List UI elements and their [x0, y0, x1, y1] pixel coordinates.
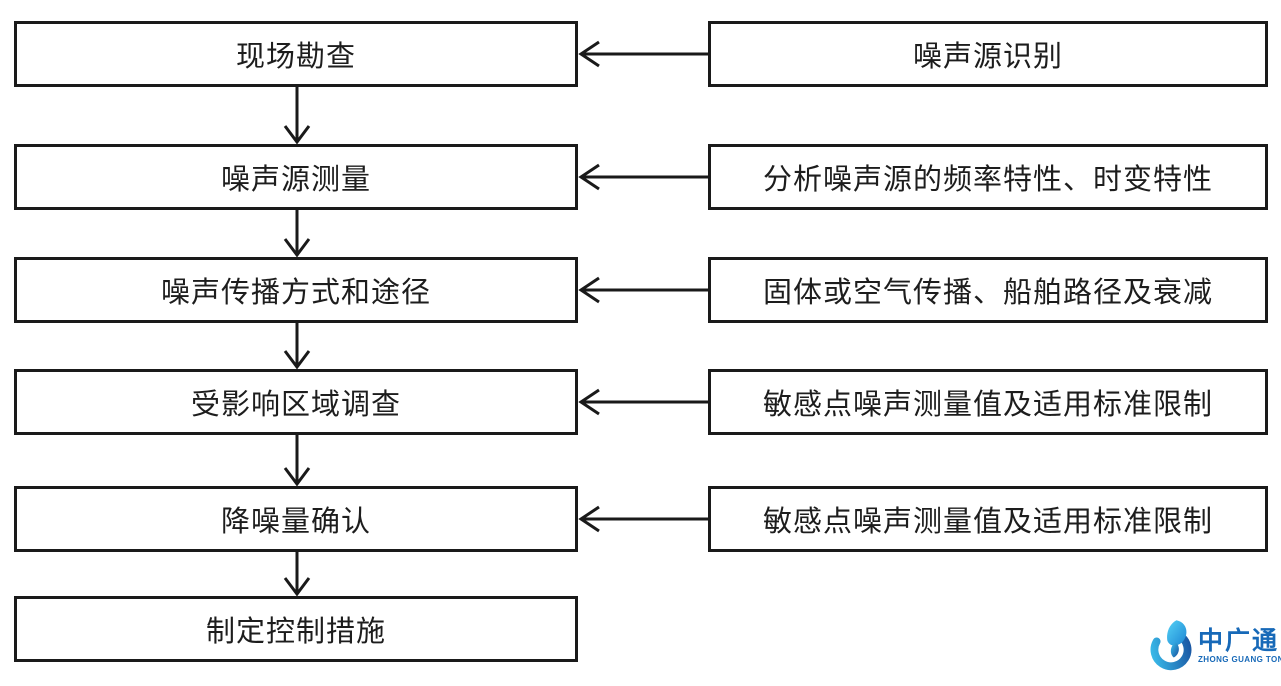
brand-name-latin: ZHONG GUANG TONG [1198, 655, 1281, 664]
flow-annotation-label: 噪声源识别 [912, 41, 1063, 73]
flow-annotation-source-identification: 噪声源识别 [708, 21, 1268, 87]
flow-annotation-label: 敏感点噪声测量值及适用标准限制 [762, 389, 1213, 421]
flow-step-control-measures: 制定控制措施 [14, 596, 578, 662]
flow-annotation-label: 固体或空气传播、船舶路径及衰减 [762, 277, 1213, 309]
flow-step-label: 制定控制措施 [205, 616, 386, 648]
flow-annotation-sensitive-point-limits-2: 敏感点噪声测量值及适用标准限制 [708, 486, 1268, 552]
arrow-down-icon [283, 552, 311, 597]
flow-annotation-transmission-attenuation: 固体或空气传播、船舶路径及衰减 [708, 257, 1268, 323]
brand-text-block: 中广通 ZHONG GUANG TONG [1198, 628, 1281, 664]
flow-step-label: 噪声源测量 [220, 164, 371, 196]
arrow-left-icon [578, 276, 708, 304]
flow-step-noise-reduction-confirm: 降噪量确认 [14, 486, 578, 552]
arrow-left-icon [578, 505, 708, 533]
arrow-down-icon [283, 435, 311, 487]
flow-annotation-sensitive-point-limits-1: 敏感点噪声测量值及适用标准限制 [708, 369, 1268, 435]
logo-swirl-icon [1150, 620, 1192, 671]
arrow-down-icon [283, 210, 311, 258]
flow-step-propagation-path: 噪声传播方式和途径 [14, 257, 578, 323]
arrow-left-icon [578, 40, 708, 68]
flow-step-label: 现场勘查 [235, 41, 356, 73]
flow-step-label: 噪声传播方式和途径 [160, 277, 431, 309]
flow-step-label: 受影响区域调查 [190, 389, 401, 421]
brand-logo: 中广通 ZHONG GUANG TONG [1148, 618, 1281, 674]
brand-name: 中广通 [1198, 627, 1280, 655]
arrow-down-icon [283, 87, 311, 145]
arrow-left-icon [578, 388, 708, 416]
arrow-left-icon [578, 163, 708, 191]
flow-step-source-measurement: 噪声源测量 [14, 144, 578, 210]
arrow-down-icon [283, 323, 311, 370]
flow-step-label: 降噪量确认 [220, 506, 371, 538]
flow-annotation-label: 敏感点噪声测量值及适用标准限制 [762, 506, 1213, 538]
flow-annotation-label: 分析噪声源的频率特性、时变特性 [762, 164, 1213, 196]
flow-step-site-survey: 现场勘查 [14, 21, 578, 87]
flow-annotation-frequency-characteristics: 分析噪声源的频率特性、时变特性 [708, 144, 1268, 210]
flow-step-affected-area-survey: 受影响区域调查 [14, 369, 578, 435]
